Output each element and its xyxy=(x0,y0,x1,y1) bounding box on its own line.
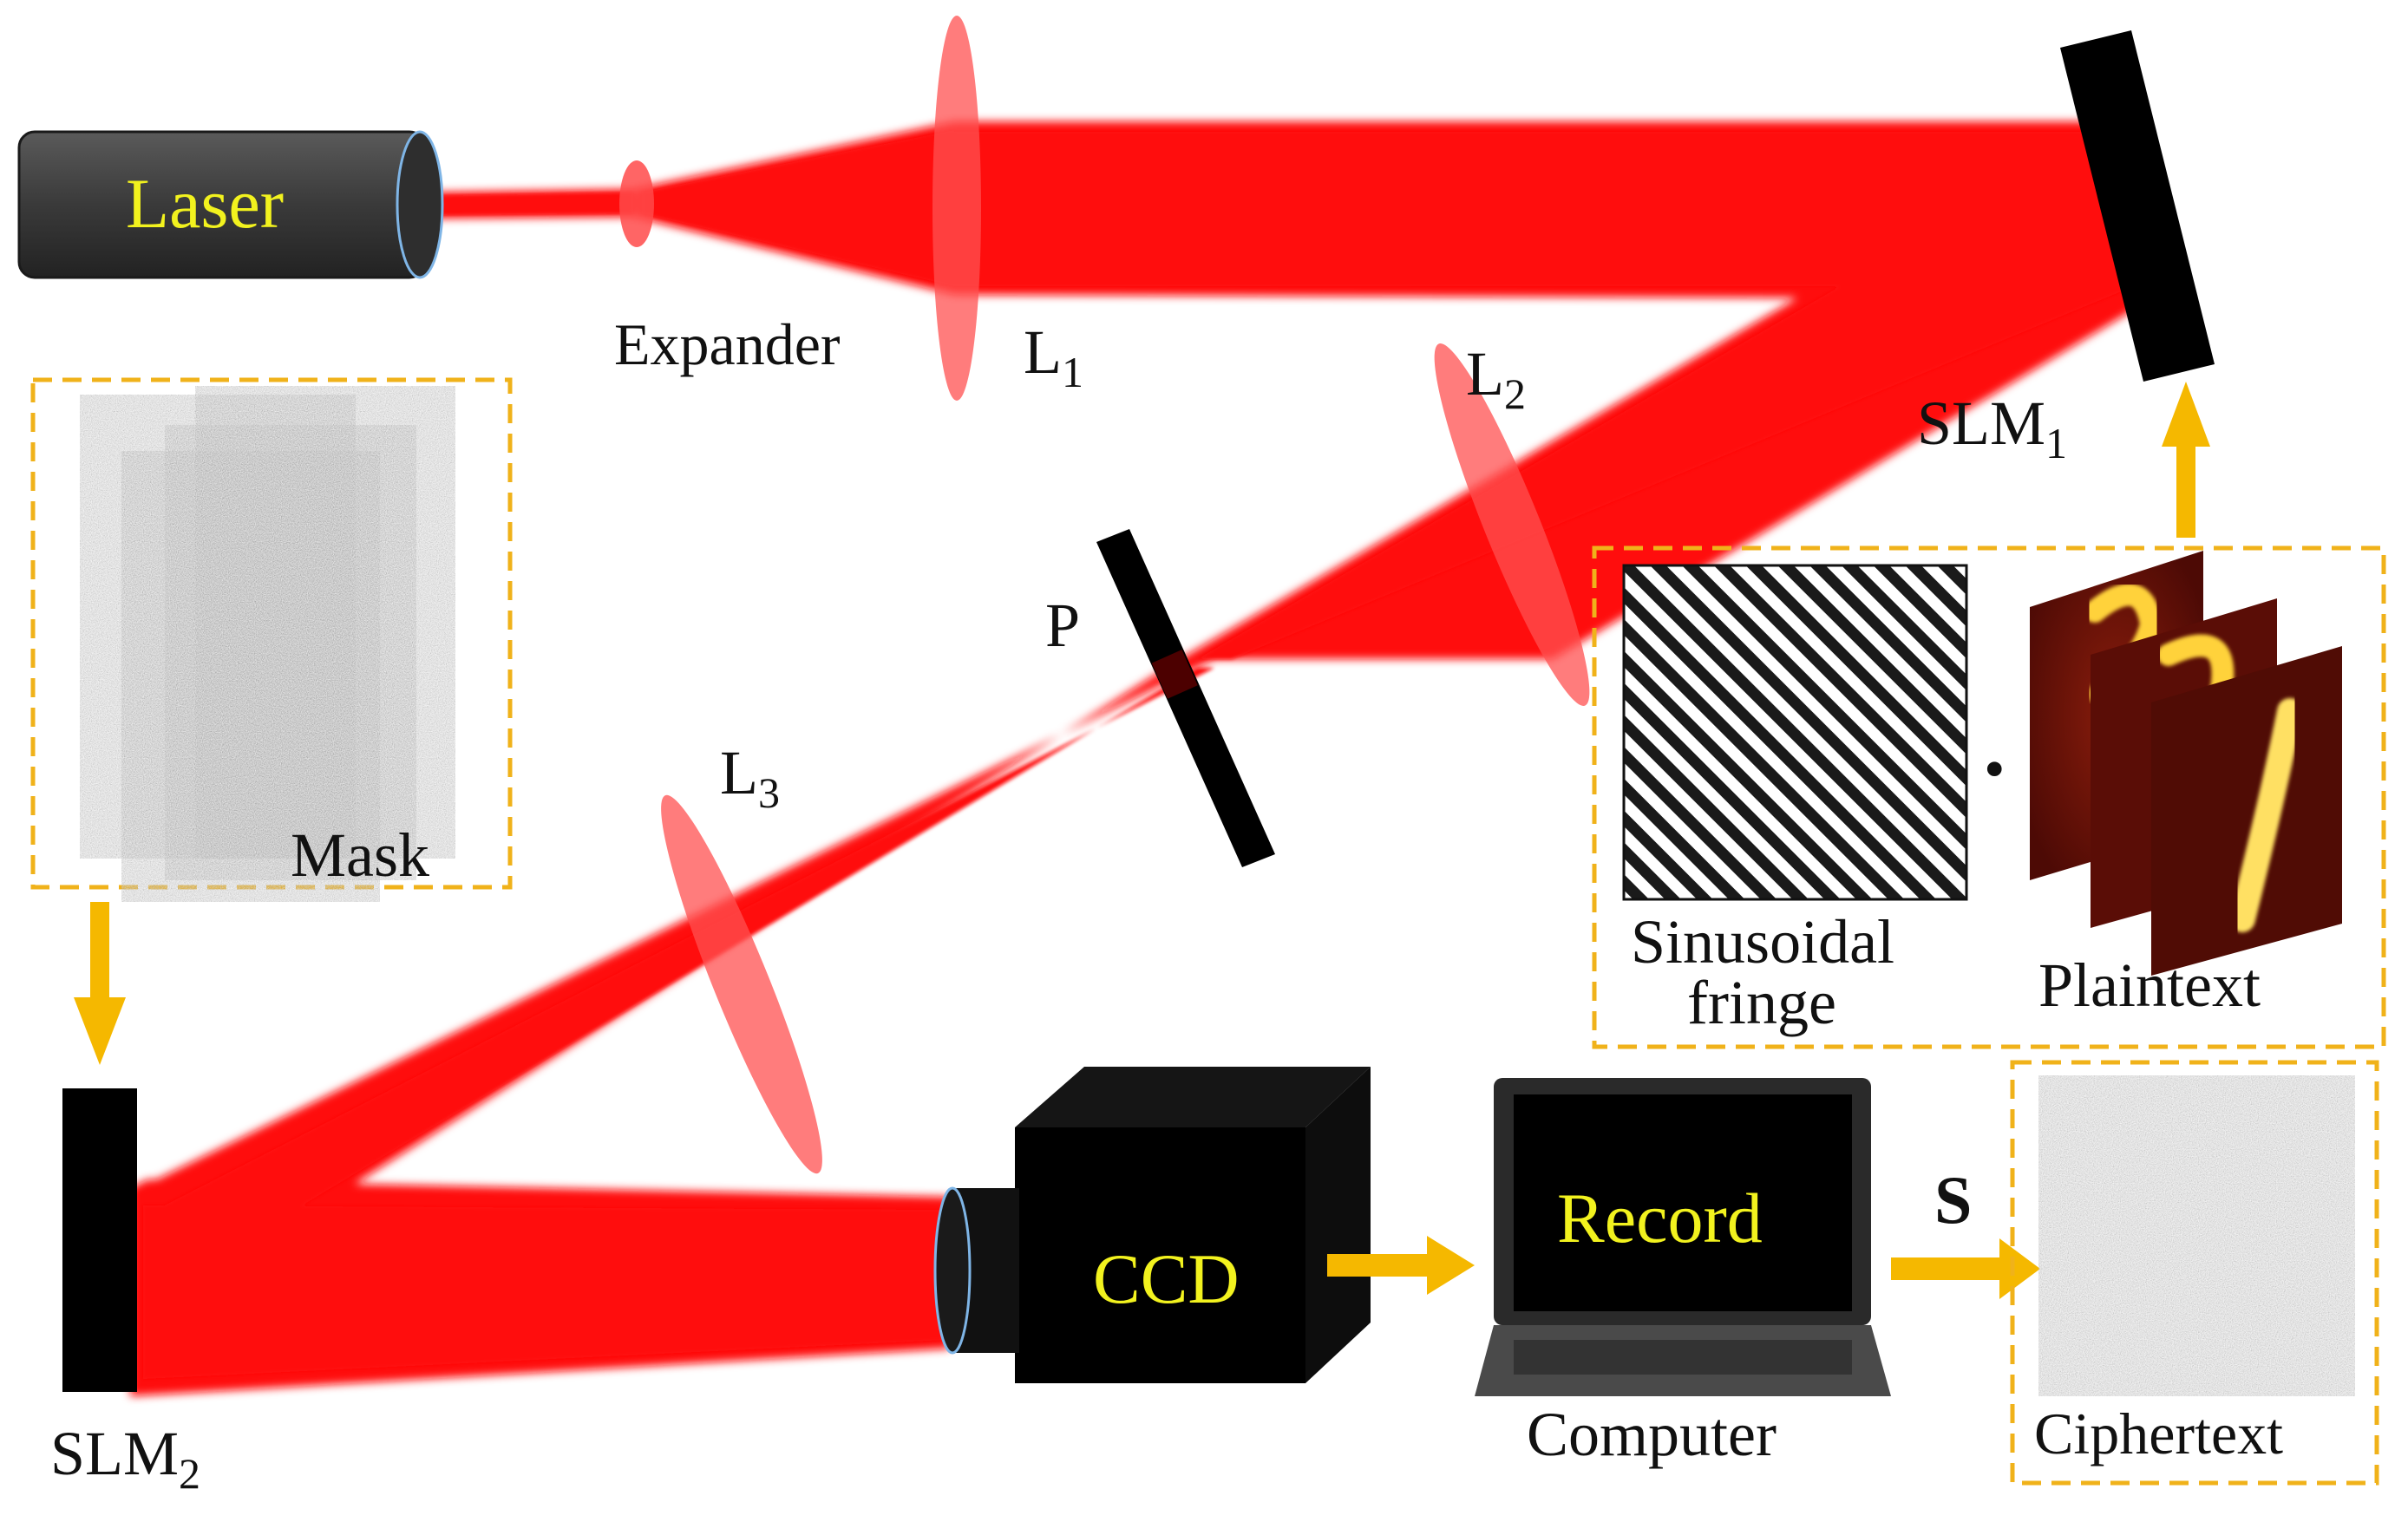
multiply-operator: • xyxy=(1984,736,2006,803)
encoding-panel: Sinusoidal fringe • Plaintext xyxy=(1592,545,2386,1049)
arrow-s-label: S xyxy=(1934,1162,1972,1238)
ciphertext-label: Ciphertext xyxy=(2034,1401,2283,1466)
mask-panel: Mask xyxy=(30,377,513,902)
expander-lens xyxy=(619,160,654,247)
lens-l1 xyxy=(932,16,981,401)
ccd-camera: CCD xyxy=(933,1067,1371,1383)
slm1-device xyxy=(2060,30,2215,382)
laser-label: Laser xyxy=(126,164,284,243)
plaintext-image-stack xyxy=(2030,551,2342,976)
arrow-ccd-to-computer xyxy=(1327,1236,1475,1295)
ciphertext-image xyxy=(2038,1075,2355,1396)
expander-label: Expander xyxy=(614,311,841,377)
computer-screen xyxy=(1514,1094,1852,1311)
ccd-lens-barrel xyxy=(954,1188,1019,1353)
sinusoidal-fringe-label-line2: fringe xyxy=(1687,968,1836,1037)
mask-sheet-front xyxy=(80,395,356,859)
lens-l3-label: L3 xyxy=(720,738,780,817)
ciphertext-panel: Ciphertext xyxy=(2010,1060,2379,1486)
polarizer-label: P xyxy=(1045,591,1080,660)
slm1-label: SLM1 xyxy=(1917,389,2067,467)
polarizer-p xyxy=(1096,529,1275,867)
mask-label: Mask xyxy=(291,820,429,890)
arrow-computer-to-ciphertext: S xyxy=(1891,1162,2040,1299)
arrow-mask-to-slm2 xyxy=(74,902,126,1065)
ccd-lens xyxy=(933,1186,972,1355)
lens-l2 xyxy=(1434,343,1590,706)
lens-l1-label: L1 xyxy=(1024,317,1083,396)
lens-l3 xyxy=(661,794,822,1174)
polarizer-focus-highlight xyxy=(1151,650,1198,699)
arrow-to-slm1 xyxy=(2162,382,2210,538)
slm2-label: SLM2 xyxy=(50,1419,200,1498)
computer-label: Computer xyxy=(1527,1400,1777,1469)
sinusoidal-fringe-image xyxy=(1622,564,1968,901)
laser-source: Laser xyxy=(17,130,444,279)
ccd-label: CCD xyxy=(1093,1239,1240,1318)
plaintext-label: Plaintext xyxy=(2038,950,2261,1020)
lens-l2-label: L2 xyxy=(1466,339,1526,418)
slm2-device xyxy=(62,1088,137,1392)
computer-screen-text: Record xyxy=(1557,1179,1763,1257)
sinusoidal-fringe-label-line1: Sinusoidal xyxy=(1631,907,1894,977)
computer-laptop: Record Computer xyxy=(1475,1078,1891,1469)
beam-core xyxy=(143,130,2138,1379)
